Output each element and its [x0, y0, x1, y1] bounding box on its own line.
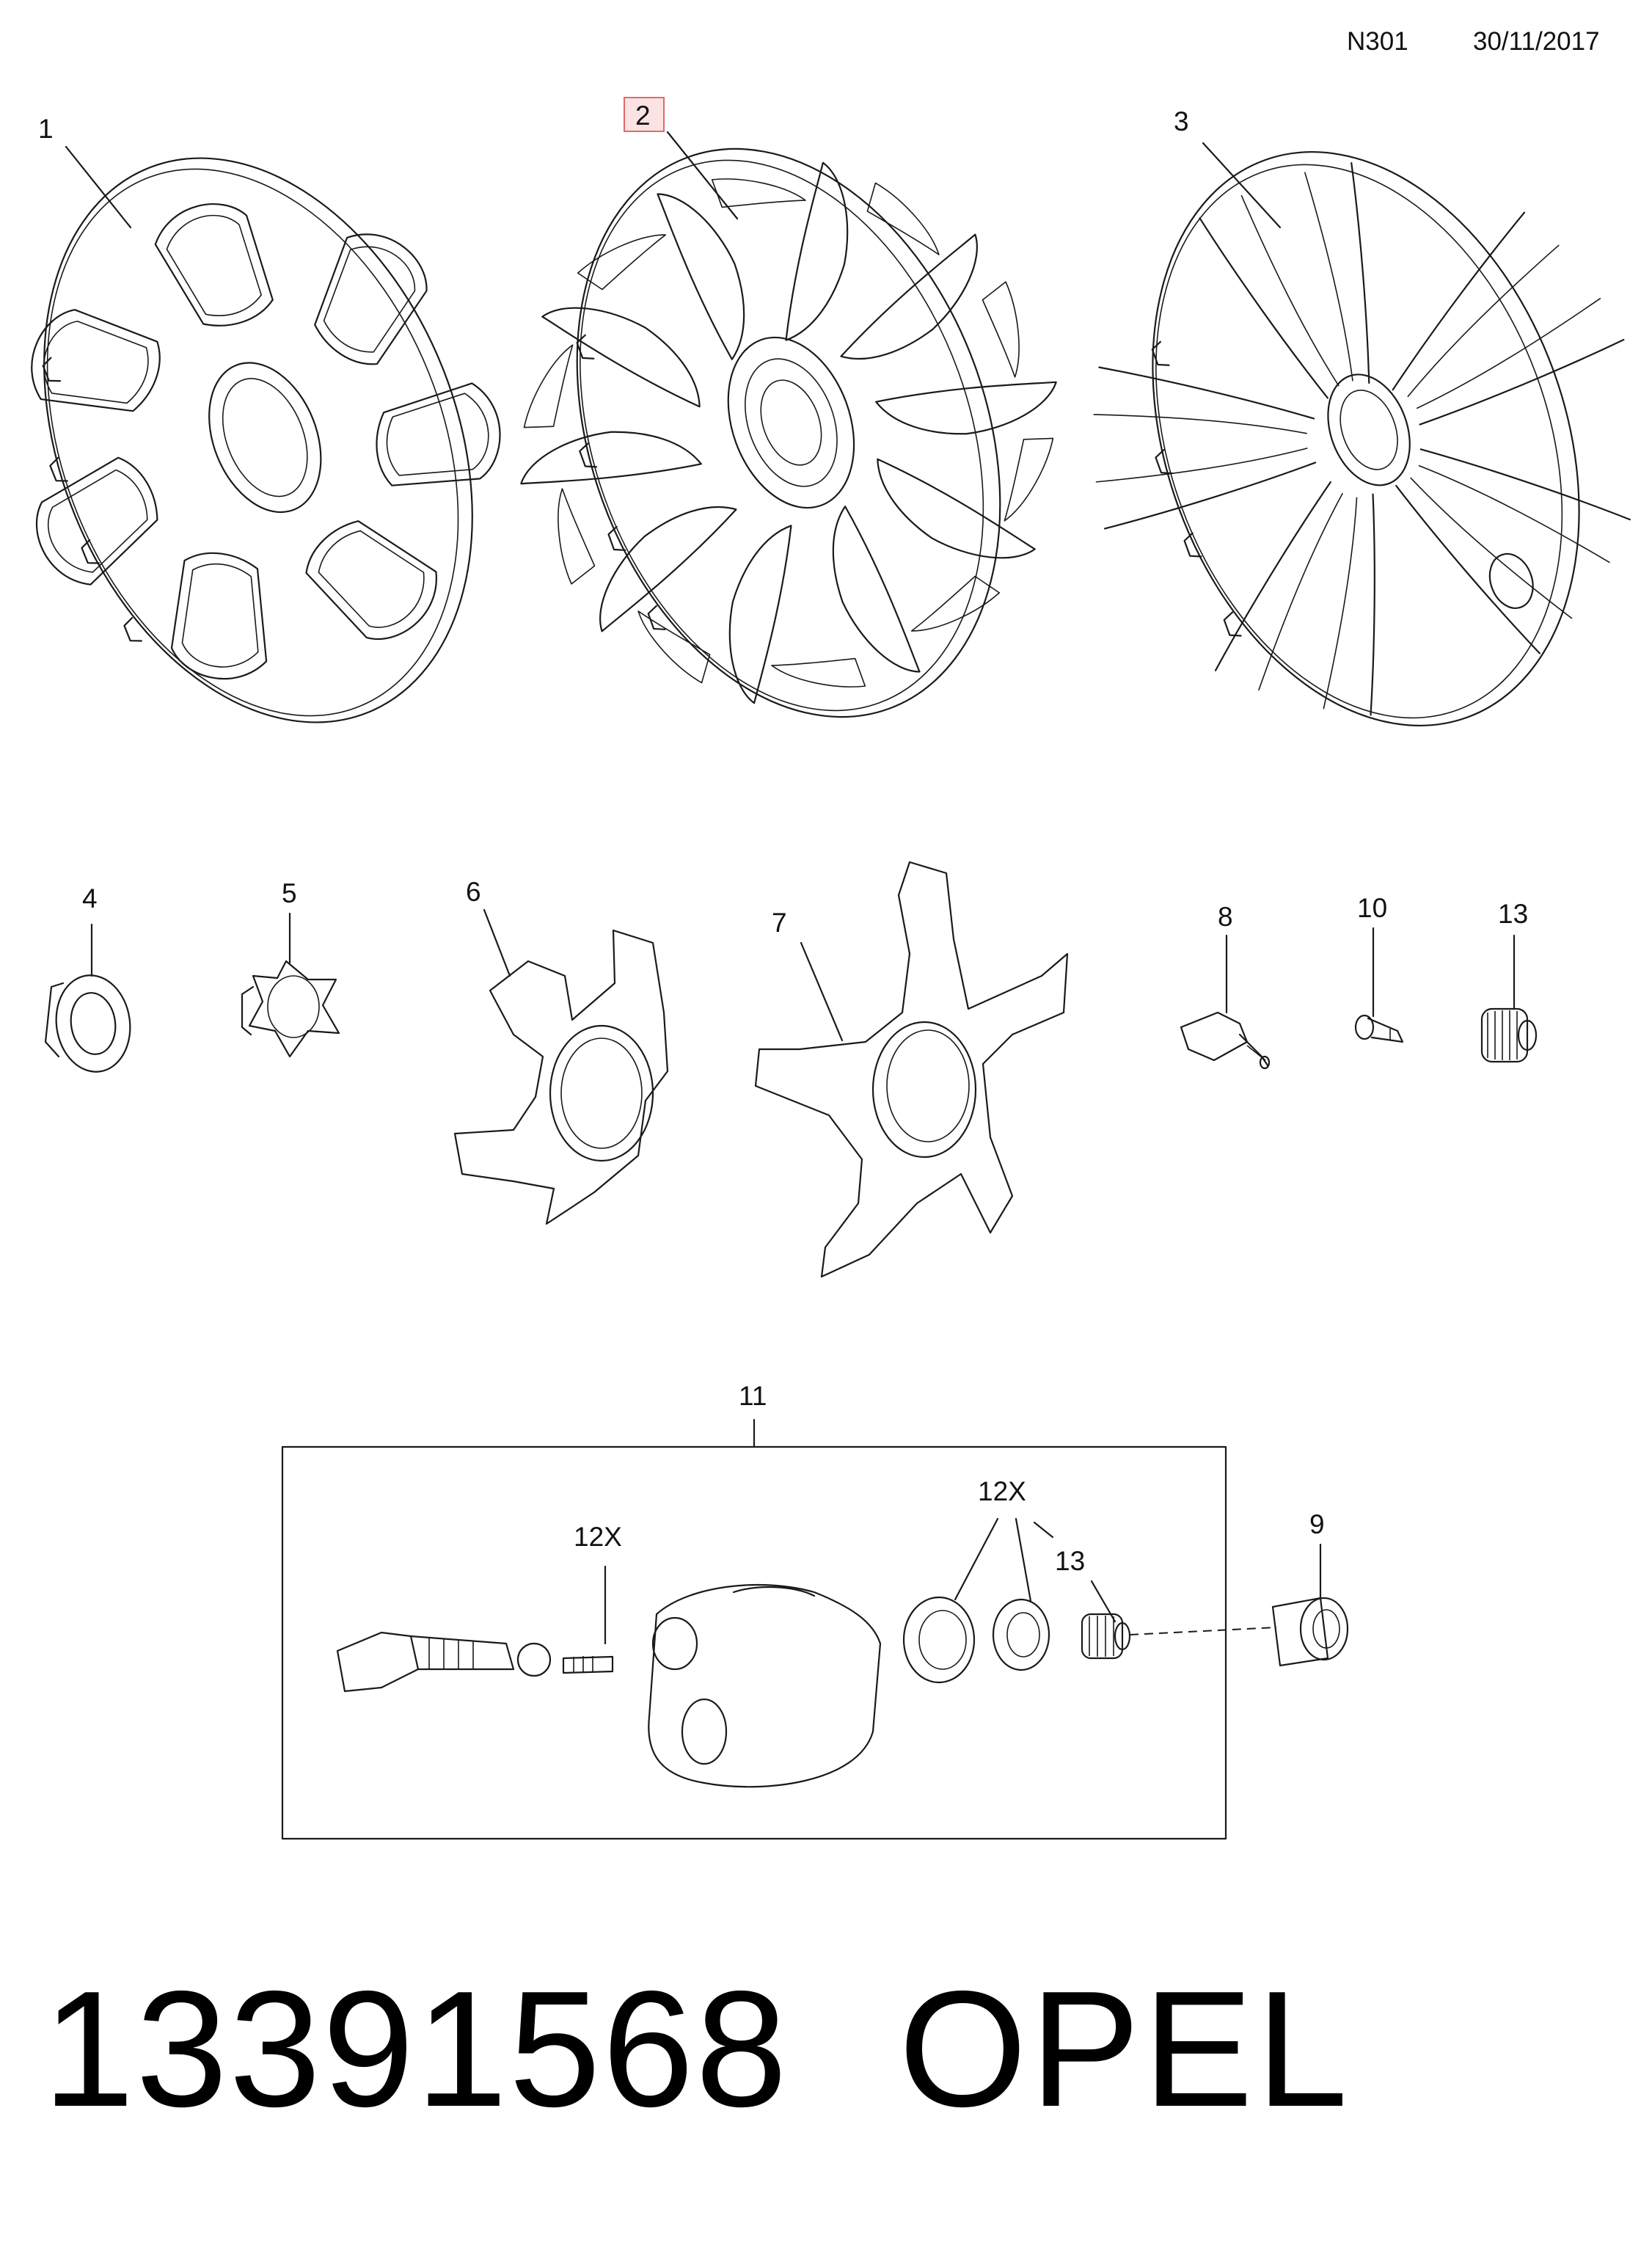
- callout-12x-left[interactable]: 12X: [574, 1522, 622, 1552]
- wheel-cover-1[interactable]: [0, 79, 590, 806]
- callout-7[interactable]: 7: [772, 908, 787, 938]
- wheel-cover-3[interactable]: [998, 63, 1652, 814]
- leader-12x-to-13: [1033, 1521, 1054, 1539]
- callout-13-top[interactable]: 13: [1498, 899, 1528, 929]
- star-cap-5[interactable]: [241, 960, 340, 1058]
- wheel-cover-2[interactable]: [414, 57, 1163, 809]
- callout-2-box: [624, 97, 665, 132]
- footer-part-number: 13391568: [43, 1956, 789, 2141]
- callout-4[interactable]: 4: [82, 883, 98, 913]
- leader-2: [666, 131, 739, 220]
- kit-cap-13: [1081, 1613, 1131, 1660]
- callout-10[interactable]: 10: [1357, 893, 1387, 923]
- callout-9[interactable]: 9: [1309, 1509, 1325, 1539]
- valve-stem-10[interactable]: [1354, 1014, 1404, 1043]
- callout-11[interactable]: 11: [739, 1381, 767, 1411]
- callout-5[interactable]: 5: [282, 878, 297, 908]
- leader-1: [65, 145, 132, 229]
- adaptor-sleeve-9[interactable]: [1271, 1543, 1349, 1667]
- callout-2-highlight[interactable]: 2: [624, 97, 665, 132]
- callout-12x-right[interactable]: 12X: [978, 1476, 1026, 1506]
- spider-trim-6[interactable]: [453, 929, 669, 1225]
- kit-sensor-body: [648, 1583, 882, 1788]
- footer-brand: OPEL: [899, 1956, 1351, 2141]
- callout-1[interactable]: 1: [38, 114, 54, 144]
- callout-6[interactable]: 6: [466, 877, 481, 907]
- leader-13-b: [1090, 1580, 1116, 1623]
- kit-valve-core: [562, 1655, 614, 1674]
- callout-13-kit[interactable]: 13: [1055, 1546, 1085, 1576]
- leader-12x-b-2: [1015, 1517, 1032, 1602]
- tpms-kit-box-11: [281, 1418, 1277, 1840]
- diagram-date: 30/11/2017: [1473, 27, 1600, 56]
- leader-7: [800, 941, 844, 1042]
- kit-valve-stem: [336, 1631, 552, 1693]
- kit-nut-2: [992, 1598, 1050, 1671]
- center-cap-4[interactable]: [44, 971, 136, 1077]
- diagram-code: N301: [1347, 27, 1408, 56]
- callout-2[interactable]: 2: [635, 101, 651, 131]
- valve-cap-13[interactable]: [1480, 1007, 1538, 1063]
- tpms-sensor-8[interactable]: [1180, 1011, 1271, 1070]
- kit-nut-1: [902, 1596, 976, 1684]
- callout-3[interactable]: 3: [1174, 106, 1189, 136]
- assembly-axis-line: [1129, 1627, 1277, 1635]
- star-trim-7[interactable]: [754, 861, 1069, 1278]
- callout-8[interactable]: 8: [1218, 902, 1233, 932]
- leader-12x-b-1: [954, 1517, 999, 1601]
- leader-6: [483, 908, 511, 977]
- leader-3: [1202, 142, 1282, 229]
